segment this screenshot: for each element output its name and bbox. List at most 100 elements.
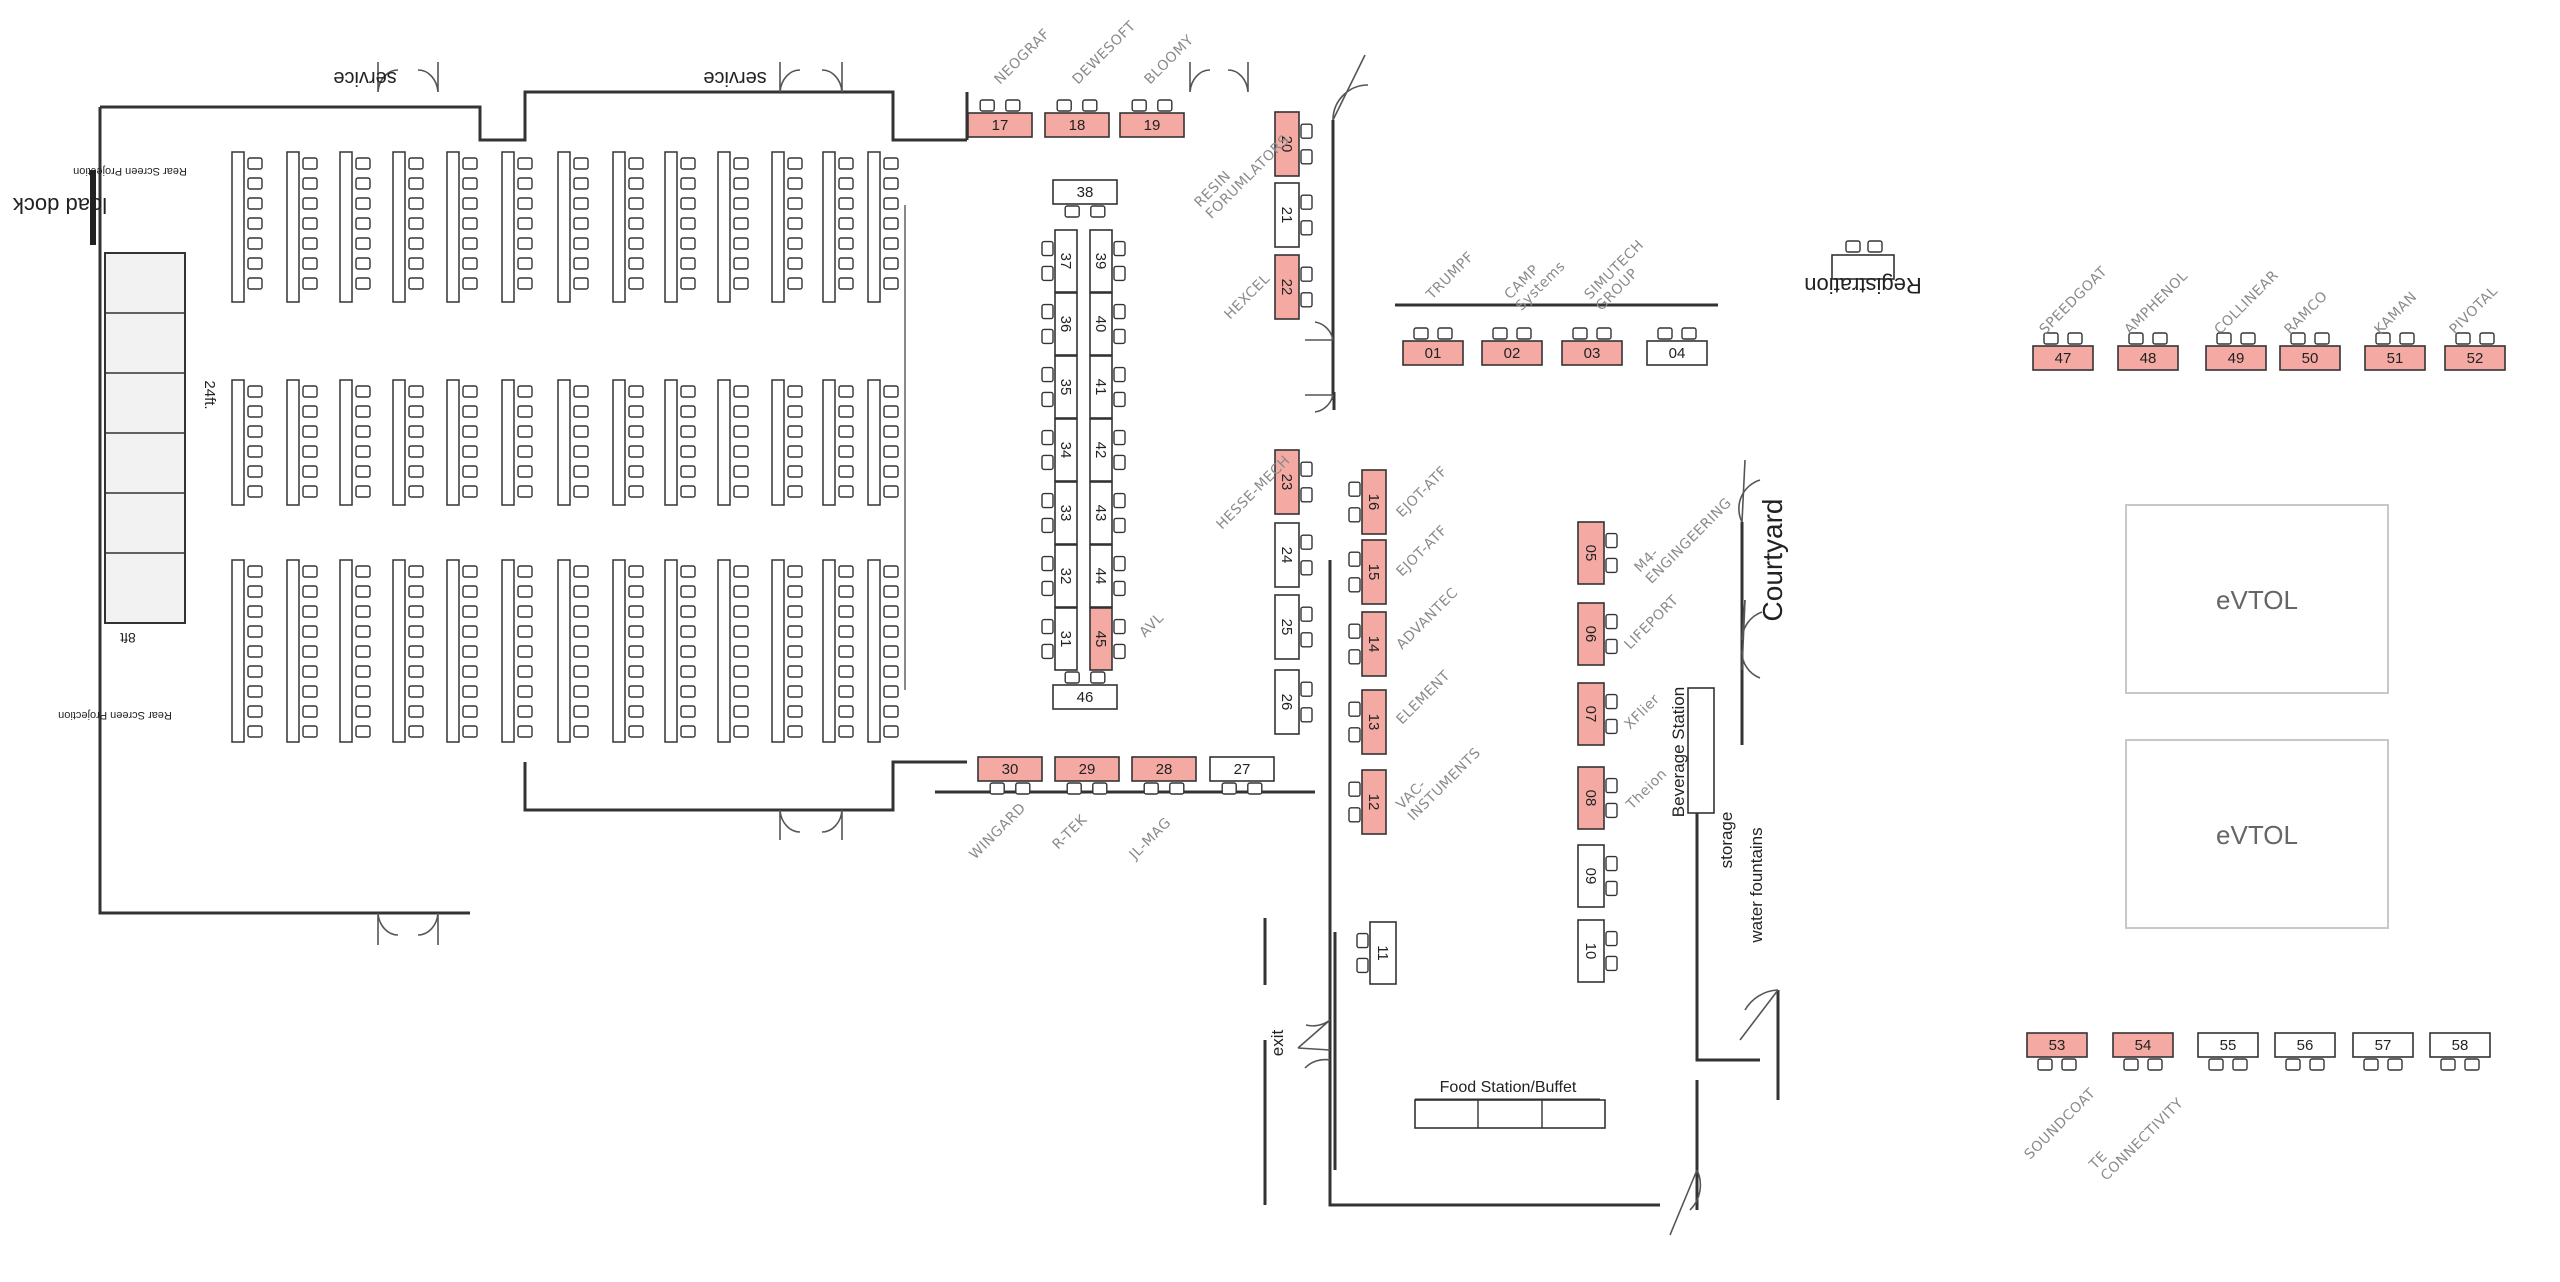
booth-13[interactable]: 13 [1348,689,1387,755]
booth-table[interactable] [1274,111,1300,177]
booth-40[interactable]: 40 [1089,292,1126,356]
booth-table[interactable] [2112,1032,2174,1058]
door[interactable] [1189,62,1211,93]
booth-09[interactable]: 09 [1577,844,1618,908]
booth-table[interactable] [1577,602,1605,666]
booth-table[interactable] [967,112,1033,138]
booth-table[interactable] [1361,469,1387,535]
booth-16[interactable]: 16 [1348,469,1387,535]
door[interactable] [1305,321,1334,341]
booth-table[interactable] [1089,607,1113,671]
booth-table[interactable] [1054,229,1078,293]
booth-14[interactable]: 14 [1348,611,1387,677]
door[interactable] [417,62,439,93]
booth-10[interactable]: 10 [1577,919,1618,983]
door[interactable] [1227,62,1249,93]
booth-table[interactable] [1577,766,1605,830]
door[interactable] [779,62,801,93]
door[interactable] [821,809,843,840]
booth-table[interactable] [1274,182,1300,248]
door[interactable] [417,912,439,945]
booth-32[interactable]: 32 [1041,544,1078,608]
booth-36[interactable]: 36 [1041,292,1078,356]
booth-table[interactable] [1561,340,1623,366]
booth-20[interactable]: 20 [1274,111,1313,177]
booth-44[interactable]: 44 [1089,544,1126,608]
door[interactable] [1738,459,1761,523]
booth-04[interactable]: 04 [1646,327,1708,366]
door[interactable] [1741,599,1761,679]
door[interactable] [1669,1169,1702,1236]
booth-57[interactable]: 57 [2352,1032,2414,1071]
booth-table[interactable] [1054,292,1078,356]
booth-19[interactable]: 19 [1119,99,1185,138]
booth-42[interactable]: 42 [1089,418,1126,482]
booth-table[interactable] [1089,229,1113,293]
booth-table[interactable] [1044,112,1110,138]
booth-12[interactable]: 12 [1348,769,1387,835]
booth-table[interactable] [2117,345,2179,371]
booth-46[interactable]: 46 [1052,671,1118,710]
booth-30[interactable]: 30 [977,756,1043,795]
booth-table[interactable] [1054,544,1078,608]
booth-table[interactable] [1577,521,1605,585]
booth-18[interactable]: 18 [1044,99,1110,138]
booth-table[interactable] [1054,756,1120,782]
booth-table[interactable] [1089,355,1113,419]
booth-55[interactable]: 55 [2197,1032,2259,1071]
booth-table[interactable] [1361,689,1387,755]
booth-22[interactable]: 22 [1274,254,1313,320]
booth-53[interactable]: 53 [2026,1032,2088,1071]
booth-11[interactable]: 11 [1356,921,1397,985]
booth-table[interactable] [1054,418,1078,482]
booth-17[interactable]: 17 [967,99,1033,138]
booth-25[interactable]: 25 [1274,594,1313,660]
booth-table[interactable] [2026,1032,2088,1058]
door[interactable] [1305,394,1334,413]
booth-table[interactable] [1089,544,1113,608]
booth-table[interactable] [1274,449,1300,515]
booth-28[interactable]: 28 [1131,756,1197,795]
booth-table[interactable] [2205,345,2267,371]
booth-38[interactable]: 38 [1052,179,1118,218]
booth-table[interactable] [1577,682,1605,746]
booth-26[interactable]: 26 [1274,669,1313,735]
booth-34[interactable]: 34 [1041,418,1078,482]
booth-43[interactable]: 43 [1089,481,1126,545]
booth-21[interactable]: 21 [1274,182,1313,248]
booth-table[interactable] [1119,112,1185,138]
booth-table[interactable] [1274,594,1300,660]
booth-table[interactable] [1361,769,1387,835]
booth-31[interactable]: 31 [1041,607,1078,671]
registration-table[interactable] [1831,254,1895,280]
booth-02[interactable]: 02 [1481,327,1543,366]
booth-table[interactable] [1052,179,1118,205]
booth-table[interactable] [1577,844,1605,908]
booth-48[interactable]: 48 [2117,332,2179,371]
booth-52[interactable]: 52 [2444,332,2506,371]
booth-table[interactable] [1054,481,1078,545]
door[interactable] [779,809,801,840]
booth-table[interactable] [2364,345,2426,371]
booth-06[interactable]: 06 [1577,602,1618,666]
booth-37[interactable]: 37 [1041,229,1078,293]
booth-table[interactable] [1089,418,1113,482]
booth-table[interactable] [1052,684,1118,710]
booth-56[interactable]: 56 [2274,1032,2336,1071]
booth-39[interactable]: 39 [1089,229,1126,293]
booth-table[interactable] [1131,756,1197,782]
booth-table[interactable] [1274,254,1300,320]
booth-05[interactable]: 05 [1577,521,1618,585]
booth-41[interactable]: 41 [1089,355,1126,419]
booth-08[interactable]: 08 [1577,766,1618,830]
booth-table[interactable] [2429,1032,2491,1058]
booth-54[interactable]: 54 [2112,1032,2174,1071]
booth-23[interactable]: 23 [1274,449,1313,515]
booth-table[interactable] [977,756,1043,782]
door[interactable] [1332,54,1369,121]
booth-table[interactable] [1054,355,1078,419]
booth-45[interactable]: 45 [1089,607,1126,671]
booth-50[interactable]: 50 [2279,332,2341,371]
booth-table[interactable] [1361,611,1387,677]
booth-03[interactable]: 03 [1561,327,1623,366]
